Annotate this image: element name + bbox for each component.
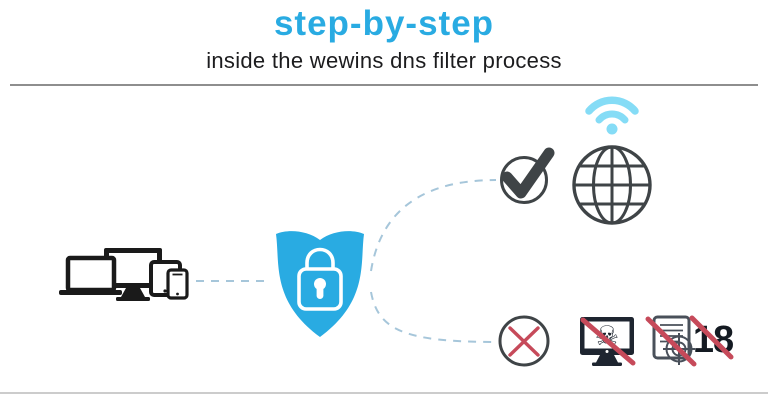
wifi-icon — [585, 96, 639, 135]
age-18-icon: 18 — [689, 315, 734, 361]
top-divider — [10, 84, 758, 86]
check-icon — [500, 147, 555, 204]
filter-to-blocked-connector — [370, 291, 497, 343]
malware-screen-icon: ☠ — [580, 317, 636, 366]
filter-to-allowed-connector — [370, 179, 497, 272]
devices-icon — [59, 248, 189, 301]
blocked-document-icon — [645, 315, 697, 367]
cross-icon — [498, 315, 550, 367]
page-title: step-by-step — [273, 4, 495, 43]
shield-lock-icon — [276, 231, 364, 337]
globe-icon — [572, 145, 652, 225]
bottom-divider — [0, 392, 768, 394]
page-subtitle: inside the wewins dns filter process — [206, 48, 562, 73]
